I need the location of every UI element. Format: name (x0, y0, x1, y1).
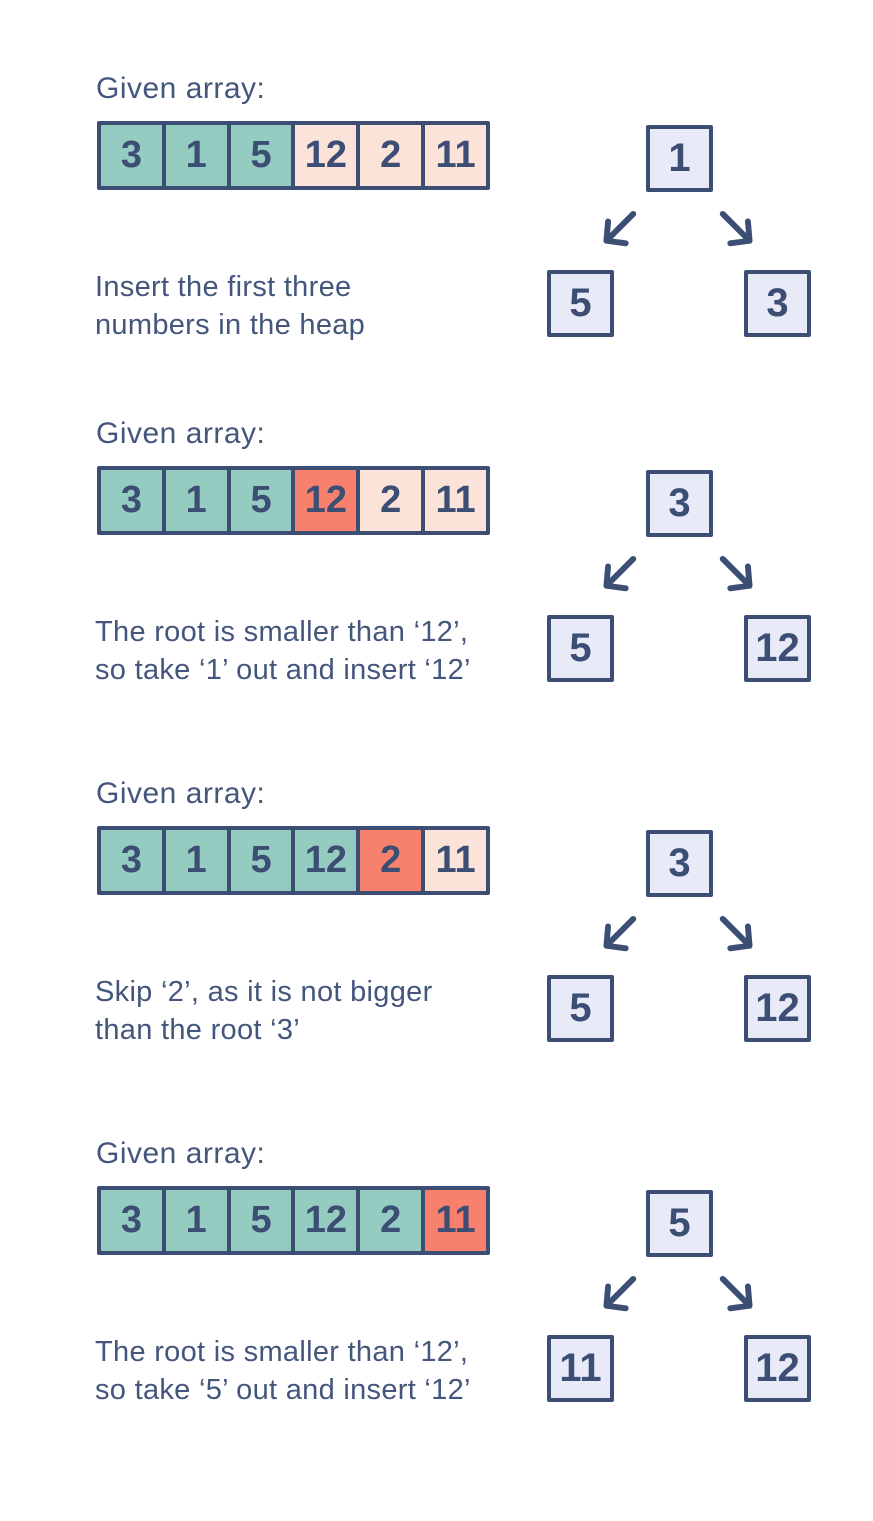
caption: The root is smaller than ‘12’, so take ‘… (95, 613, 471, 689)
caption-line: so take ‘1’ out and insert ‘12’ (95, 654, 471, 686)
tree-root-node: 1 (646, 125, 713, 192)
array-cell: 11 (421, 830, 486, 891)
array-cell: 12 (291, 830, 357, 891)
array-cell: 3 (101, 1190, 162, 1251)
arrow-down-left-icon (603, 555, 637, 592)
section-step-4: Given array: 3 1 5 12 2 11 The root is s… (0, 1137, 873, 1482)
section-step-3: Given array: 3 1 5 12 2 11 Skip ‘2’, as … (0, 777, 873, 1122)
array-cell: 5 (226, 830, 292, 891)
arrow-down-right-icon (719, 1275, 753, 1312)
caption-line: so take ‘5’ out and insert ‘12’ (95, 1374, 471, 1406)
array-cell: 1 (161, 470, 227, 531)
array-cell: 1 (161, 1190, 227, 1251)
caption-line: The root is smaller than ‘12’, (95, 1336, 469, 1368)
caption: Insert the first three numbers in the he… (95, 268, 365, 344)
tree-right-child-node: 12 (744, 615, 811, 682)
array-cell: 3 (101, 470, 162, 531)
arrow-down-left-icon (603, 915, 637, 952)
array-cell: 2 (356, 1190, 422, 1251)
array: 3 1 5 12 2 11 (97, 466, 490, 535)
array-cell: 5 (226, 1190, 292, 1251)
array-cell: 12 (291, 125, 357, 186)
array: 3 1 5 12 2 11 (97, 826, 490, 895)
tree-root-node: 3 (646, 830, 713, 897)
array-cell: 5 (226, 470, 292, 531)
arrow-down-right-icon (719, 915, 753, 952)
array-cell: 12 (291, 1190, 357, 1251)
array-cell: 1 (161, 830, 227, 891)
array-cell: 11 (421, 125, 486, 186)
arrow-down-right-icon (719, 555, 753, 592)
array-cell: 2 (356, 830, 422, 891)
given-array-heading: Given array: (96, 1137, 266, 1170)
array-cell: 1 (161, 125, 227, 186)
tree-left-child-node: 11 (547, 1335, 614, 1402)
arrow-down-left-icon (603, 1275, 637, 1312)
given-array-heading: Given array: (96, 72, 266, 105)
caption: The root is smaller than ‘12’, so take ‘… (95, 1333, 471, 1409)
arrow-down-right-icon (719, 210, 753, 247)
given-array-heading: Given array: (96, 417, 266, 450)
array-cell: 11 (421, 1190, 486, 1251)
tree-right-child-node: 12 (744, 975, 811, 1042)
array-cell: 2 (356, 125, 422, 186)
caption: Skip ‘2’, as it is not bigger than the r… (95, 973, 433, 1049)
caption-line: numbers in the heap (95, 309, 366, 341)
tree-right-child-node: 3 (744, 270, 811, 337)
tree-left-child-node: 5 (547, 975, 614, 1042)
array-cell: 3 (101, 125, 162, 186)
array-cell: 12 (291, 470, 357, 531)
section-step-2: Given array: 3 1 5 12 2 11 The root is s… (0, 417, 873, 762)
caption-line: The root is smaller than ‘12’, (95, 616, 469, 648)
array-cell: 5 (226, 125, 292, 186)
tree-left-child-node: 5 (547, 615, 614, 682)
arrow-down-left-icon (603, 210, 637, 247)
caption-line: Insert the first three (95, 271, 352, 303)
array-cell: 2 (356, 470, 422, 531)
given-array-heading: Given array: (96, 777, 266, 810)
tree-right-child-node: 12 (744, 1335, 811, 1402)
caption-line: Skip ‘2’, as it is not bigger (95, 976, 433, 1008)
section-step-1: Given array: 3 1 5 12 2 11 Insert the fi… (0, 72, 873, 417)
array: 3 1 5 12 2 11 (97, 121, 490, 190)
array: 3 1 5 12 2 11 (97, 1186, 490, 1255)
tree-root-node: 3 (646, 470, 713, 537)
caption-line: than the root ‘3’ (95, 1014, 301, 1046)
array-cell: 3 (101, 830, 162, 891)
tree-root-node: 5 (646, 1190, 713, 1257)
tree-left-child-node: 5 (547, 270, 614, 337)
array-cell: 11 (421, 470, 486, 531)
